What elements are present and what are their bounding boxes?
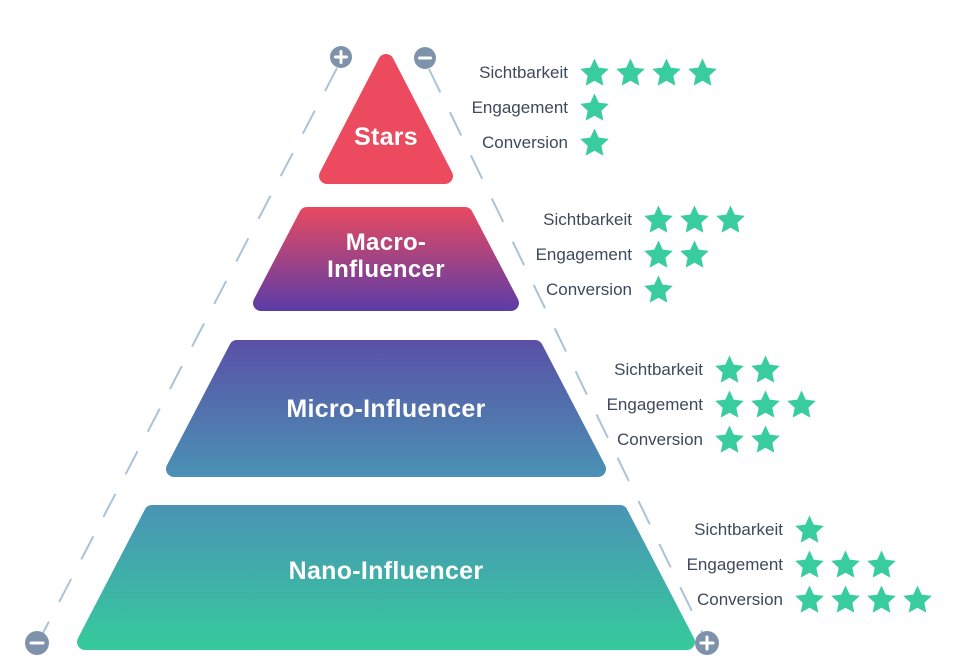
rating-stars	[579, 58, 718, 88]
star-icon	[616, 58, 645, 86]
rating-label: Conversion	[617, 429, 703, 449]
star-icon	[831, 585, 860, 613]
star-icon	[751, 425, 780, 453]
star-icon	[787, 390, 816, 418]
rating-row: Engagement	[633, 547, 933, 582]
right-axis-dashed-line	[428, 68, 703, 633]
minus-icon	[25, 631, 49, 655]
star-icon	[795, 585, 824, 613]
rating-label: Engagement	[606, 394, 703, 414]
tier-shape-macro-influencer	[253, 207, 519, 311]
star-icon	[580, 128, 609, 156]
rating-stars	[794, 550, 897, 580]
star-icon	[652, 58, 681, 86]
rating-row: Conversion	[633, 582, 933, 617]
rating-row: Conversion	[553, 422, 817, 457]
rating-stars	[579, 128, 610, 158]
rating-row: Conversion	[482, 272, 746, 307]
rating-label: Engagement	[471, 97, 568, 117]
star-icon	[716, 205, 745, 233]
left-axis-dashed-line	[42, 67, 338, 634]
rating-row: Conversion	[418, 125, 718, 160]
rating-row: Engagement	[482, 237, 746, 272]
rating-stars	[643, 240, 710, 270]
rating-row: Sichtbarkeit	[553, 352, 817, 387]
tier-shape-micro-influencer	[166, 340, 606, 477]
plus-icon	[330, 46, 352, 68]
star-icon	[751, 355, 780, 383]
rating-stars	[714, 355, 781, 385]
star-icon	[715, 390, 744, 418]
rating-label: Sichtbarkeit	[543, 209, 632, 229]
tier-label-stars: Stars	[286, 123, 486, 152]
rating-stars	[714, 390, 817, 420]
star-icon	[644, 275, 673, 303]
tier-label-nano-influencer: Nano-Influencer	[236, 557, 536, 586]
rating-label: Conversion	[697, 589, 783, 609]
tier-shape-nano-influencer	[77, 505, 695, 650]
rating-block-nano-influencer: Sichtbarkeit Engagement Conversion	[633, 512, 933, 617]
tier-label-text-line1: Macro-	[345, 229, 427, 256]
rating-label: Sichtbarkeit	[614, 359, 703, 379]
star-icon	[831, 550, 860, 578]
star-icon	[580, 93, 609, 121]
rating-block-stars: Sichtbarkeit Engagement Conversion	[418, 55, 718, 160]
rating-label: Sichtbarkeit	[694, 519, 783, 539]
plus-icon	[695, 631, 719, 655]
star-icon	[644, 205, 673, 233]
tier-shape-stars	[319, 54, 453, 184]
star-icon	[580, 58, 609, 86]
rating-row: Engagement	[418, 90, 718, 125]
rating-stars	[794, 515, 825, 545]
tier-label-macro-influencer: Macro- Influencer	[286, 229, 486, 283]
rating-stars	[643, 205, 746, 235]
star-icon	[795, 515, 824, 543]
tier-label-text: Nano-Influencer	[288, 557, 484, 585]
rating-row: Engagement	[553, 387, 817, 422]
rating-stars	[579, 93, 610, 123]
tier-label-micro-influencer: Micro-Influencer	[236, 395, 536, 424]
tier-label-text: Micro-Influencer	[286, 395, 486, 423]
star-icon	[867, 585, 896, 613]
star-icon	[751, 390, 780, 418]
rating-stars	[714, 425, 781, 455]
rating-label: Conversion	[482, 132, 568, 152]
star-icon	[795, 550, 824, 578]
rating-row: Sichtbarkeit	[482, 202, 746, 237]
star-icon	[644, 240, 673, 268]
rating-stars	[643, 275, 674, 305]
star-icon	[680, 205, 709, 233]
rating-label: Sichtbarkeit	[479, 62, 568, 82]
rating-label: Engagement	[535, 244, 632, 264]
rating-stars	[794, 585, 933, 615]
star-icon	[715, 355, 744, 383]
star-icon	[903, 585, 932, 613]
star-icon	[688, 58, 717, 86]
star-icon	[680, 240, 709, 268]
rating-label: Engagement	[686, 554, 783, 574]
minus-icon	[414, 47, 436, 69]
tier-label-text-line2: Influencer	[327, 256, 445, 283]
tier-label-text: Stars	[353, 123, 419, 151]
rating-block-macro-influencer: Sichtbarkeit Engagement Conversion	[482, 202, 746, 307]
star-icon	[867, 550, 896, 578]
rating-label: Conversion	[546, 279, 632, 299]
rating-row: Sichtbarkeit	[418, 55, 718, 90]
star-icon	[715, 425, 744, 453]
rating-row: Sichtbarkeit	[633, 512, 933, 547]
rating-block-micro-influencer: Sichtbarkeit Engagement Conversion	[553, 352, 817, 457]
